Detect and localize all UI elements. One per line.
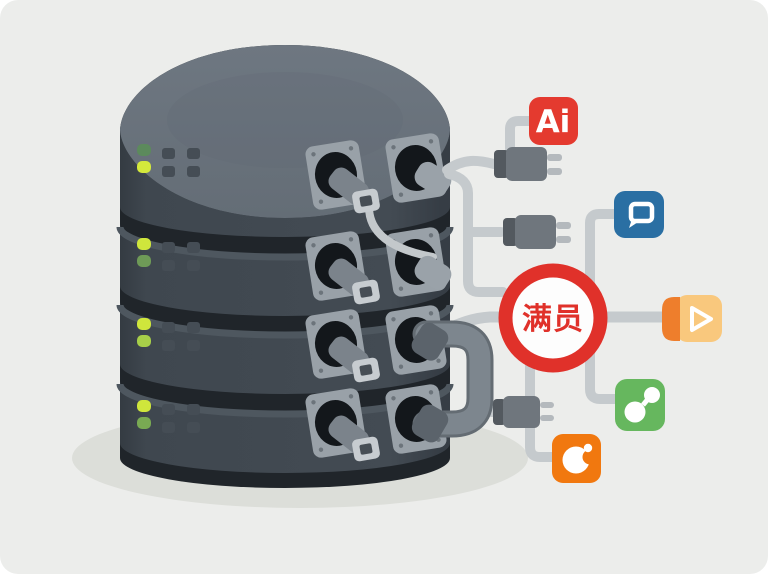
play-icon xyxy=(662,295,722,342)
power-plug-2 xyxy=(503,215,571,249)
indicator-square xyxy=(162,148,175,159)
capacity-badge: 满员 xyxy=(498,263,608,373)
indicator-square xyxy=(162,260,175,271)
led-light xyxy=(137,417,151,429)
led-light xyxy=(137,318,151,330)
plug-body xyxy=(506,147,547,181)
play-icon-bg xyxy=(676,295,722,342)
share-icon xyxy=(615,379,665,431)
plug-cap xyxy=(493,399,506,425)
indicator-square xyxy=(187,322,200,333)
plug-body xyxy=(503,396,540,428)
port-connector xyxy=(414,255,452,290)
play-icon-plug-cap xyxy=(662,297,680,341)
port-connector xyxy=(328,258,380,305)
led-light xyxy=(137,144,151,156)
port-connector xyxy=(328,336,380,383)
share-node-small xyxy=(644,387,660,403)
u-pipe-body xyxy=(415,323,491,435)
plug-prong xyxy=(556,236,571,243)
pie-chart-icon xyxy=(552,434,601,483)
led-light xyxy=(137,161,151,173)
badge-label: 满员 xyxy=(522,302,584,337)
plug-prong xyxy=(540,415,554,421)
ai-icon: Ai xyxy=(529,97,578,145)
indicator-square xyxy=(187,242,200,253)
pipe-collar xyxy=(411,404,449,443)
chat-bubble-tail xyxy=(629,219,641,228)
plug-prong xyxy=(556,222,571,229)
top-surface-shading xyxy=(167,72,403,168)
pie-circle-glyph xyxy=(562,446,590,474)
indicator-square xyxy=(162,422,175,433)
ai-icon-label: Ai xyxy=(536,104,571,140)
cable-seg1-down xyxy=(444,169,508,297)
indicator-square xyxy=(187,148,200,159)
indicator-square xyxy=(162,404,175,415)
ai-icon-bg xyxy=(529,97,578,145)
cable-to-pie xyxy=(525,345,558,462)
led-light xyxy=(137,400,151,412)
segment-3-indicators xyxy=(137,318,200,351)
indicator-square xyxy=(187,166,200,177)
indicator-square xyxy=(187,404,200,415)
led-light xyxy=(137,255,151,267)
database-cylinder xyxy=(116,45,454,488)
u-pipe xyxy=(411,320,494,443)
share-node-large xyxy=(624,401,646,423)
plug-prong xyxy=(540,402,554,408)
indicator-square xyxy=(162,242,175,253)
chat-icon-bg xyxy=(614,191,664,238)
pie-notch xyxy=(582,449,598,465)
power-plug-3 xyxy=(493,396,554,428)
pie-dot-glyph xyxy=(583,443,593,453)
cylinder-top-surface xyxy=(120,45,450,218)
indicator-square xyxy=(187,260,200,271)
plug-cap xyxy=(494,150,509,178)
port-connector xyxy=(328,415,380,462)
cable-internal-loop xyxy=(365,203,437,261)
cable-ai-elbow xyxy=(505,116,534,154)
led-light xyxy=(137,335,151,347)
badge-ring xyxy=(498,263,608,373)
power-plug-1 xyxy=(494,147,562,181)
indicator-square xyxy=(162,322,175,333)
port-connector xyxy=(328,167,380,214)
segment-2-indicators xyxy=(137,238,200,271)
indicator-square xyxy=(187,340,200,351)
led-light xyxy=(137,238,151,250)
chat-bubble-glyph xyxy=(628,201,655,224)
indicator-square xyxy=(162,166,175,177)
play-triangle-glyph xyxy=(690,306,713,332)
plug-prong xyxy=(547,168,562,175)
plug-cap xyxy=(503,218,518,246)
pipe-collar xyxy=(411,322,449,361)
chat-icon xyxy=(614,191,664,238)
left-port-connectors xyxy=(328,167,380,462)
segment-4-indicators xyxy=(137,400,200,433)
indicator-square xyxy=(162,340,175,351)
plug-body xyxy=(515,215,556,249)
indicator-square xyxy=(187,422,200,433)
segment-1-indicators xyxy=(137,144,200,177)
cable-to-plug1 xyxy=(442,155,499,175)
plug-prong xyxy=(547,154,562,161)
